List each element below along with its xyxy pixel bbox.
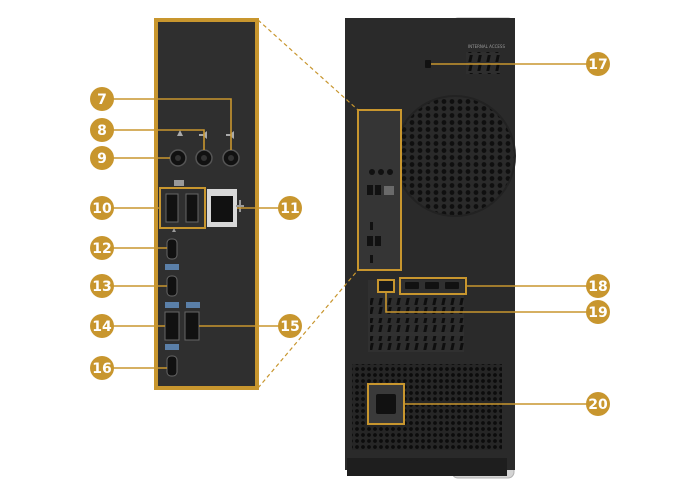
svg-text:8: 8 bbox=[97, 123, 107, 139]
hdmi-port-highlight bbox=[377, 279, 395, 293]
fan-grille bbox=[395, 96, 515, 216]
callout-11: 11 bbox=[278, 196, 302, 220]
svg-text:7: 7 bbox=[97, 92, 107, 108]
usb-2-port-2[interactable] bbox=[185, 193, 199, 223]
tower-io-ports bbox=[367, 169, 394, 263]
ss-usb-icon-4 bbox=[165, 344, 179, 350]
expansion-slot-cover-3 bbox=[370, 336, 464, 350]
ss-usb-icon-2 bbox=[165, 302, 179, 308]
callout-badges: 7 8 9 10 11 12 13 14 15 16 17 18 19 20 bbox=[90, 52, 610, 416]
audio-jacks bbox=[169, 130, 240, 167]
svg-text:10: 10 bbox=[92, 201, 112, 217]
ac-power-connector[interactable] bbox=[376, 394, 396, 414]
svg-text:16: 16 bbox=[92, 361, 111, 377]
line-out-icon bbox=[199, 131, 207, 139]
callout-13: 13 bbox=[90, 274, 114, 298]
display-ports bbox=[405, 282, 459, 289]
svg-text:18: 18 bbox=[588, 279, 607, 295]
callout-7: 7 bbox=[90, 87, 114, 111]
internal-access-vent bbox=[466, 52, 500, 74]
usb-c-power-icon bbox=[172, 228, 176, 232]
io-panel-zoom bbox=[154, 18, 259, 390]
expansion-slot-cover-1 bbox=[370, 298, 464, 314]
usb-2-port-1[interactable] bbox=[165, 193, 179, 223]
callout-19: 19 bbox=[586, 300, 610, 324]
callout-20: 20 bbox=[586, 392, 610, 416]
usb-c-port-3[interactable] bbox=[166, 355, 178, 377]
security-lock-slot[interactable] bbox=[425, 60, 431, 68]
pc-tower-rear: INTERNAL ACCESS bbox=[345, 17, 516, 479]
svg-text:11: 11 bbox=[280, 201, 299, 217]
usb-c-port-1[interactable] bbox=[166, 238, 178, 260]
svg-text:19: 19 bbox=[588, 305, 607, 321]
callout-16: 16 bbox=[90, 356, 114, 380]
usb-c-port-2[interactable] bbox=[166, 275, 178, 297]
callout-8: 8 bbox=[90, 118, 114, 142]
expansion-slot-cover-2 bbox=[370, 318, 464, 332]
callout-9: 9 bbox=[90, 146, 114, 170]
ss-usb-icon-3 bbox=[186, 302, 200, 308]
svg-text:17: 17 bbox=[588, 57, 607, 73]
zoom-guide-lines bbox=[257, 19, 359, 389]
network-icon bbox=[236, 200, 244, 212]
svg-text:20: 20 bbox=[588, 397, 608, 413]
microphone-icon bbox=[177, 130, 183, 136]
usb-3-port-2[interactable] bbox=[184, 311, 200, 341]
tower-base bbox=[347, 458, 507, 476]
svg-text:14: 14 bbox=[92, 319, 112, 335]
callout-15: 15 bbox=[278, 314, 302, 338]
usb-2-icon bbox=[174, 180, 184, 186]
ss-usb-icon-1 bbox=[165, 264, 179, 270]
svg-text:9: 9 bbox=[97, 151, 107, 167]
usb-3-port-1[interactable] bbox=[164, 311, 180, 341]
callout-17: 17 bbox=[586, 52, 610, 76]
lan-port[interactable] bbox=[211, 196, 233, 222]
svg-text:15: 15 bbox=[280, 319, 299, 335]
svg-text:13: 13 bbox=[92, 279, 111, 295]
callout-leaders bbox=[112, 63, 598, 405]
callout-14: 14 bbox=[90, 314, 114, 338]
internal-access-label: INTERNAL ACCESS bbox=[468, 44, 505, 49]
callout-18: 18 bbox=[586, 274, 610, 298]
callout-12: 12 bbox=[90, 236, 114, 260]
line-in-icon bbox=[226, 131, 234, 139]
callout-10: 10 bbox=[90, 196, 114, 220]
svg-text:12: 12 bbox=[92, 241, 111, 257]
